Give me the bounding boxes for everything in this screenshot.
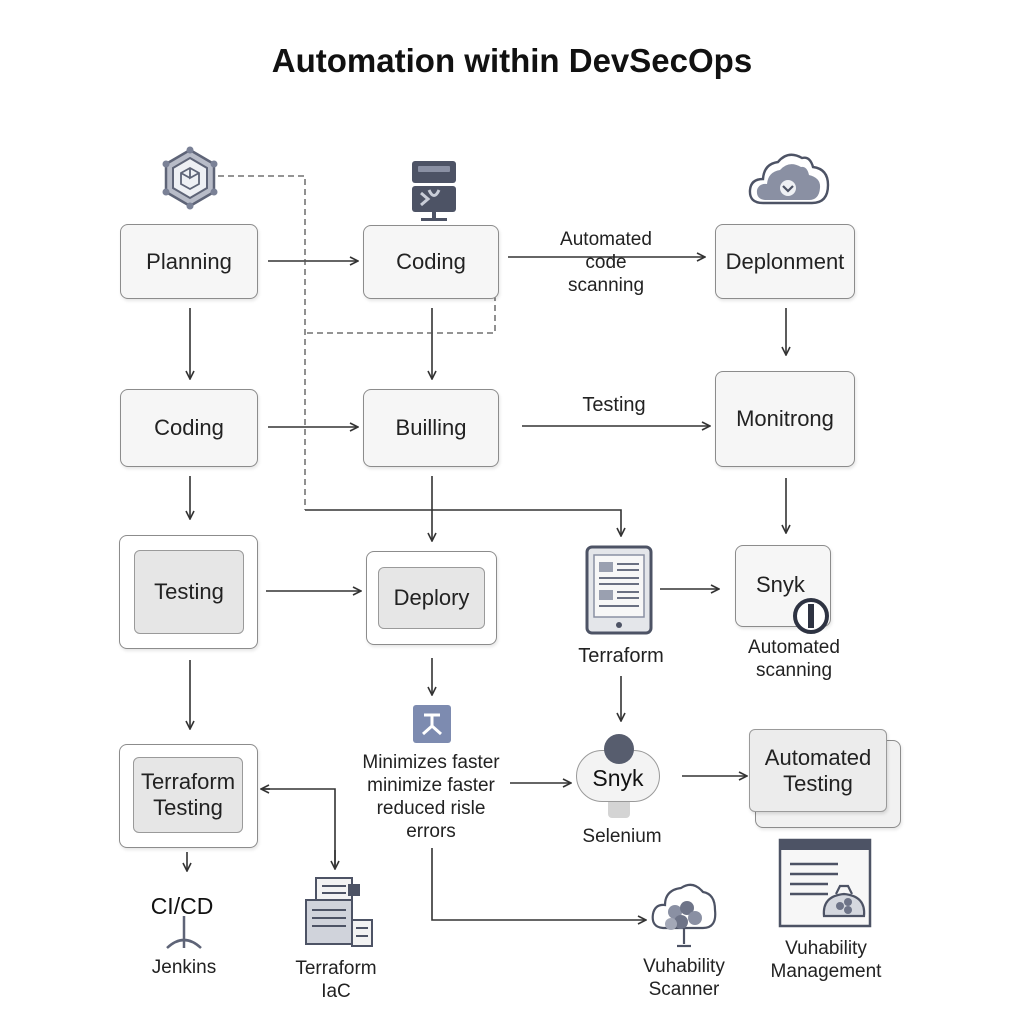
node-deploy: Deplory bbox=[366, 551, 497, 645]
node-automated-testing: Automated Testing bbox=[749, 729, 887, 812]
node-deployment: Deplonment bbox=[715, 224, 855, 299]
tablet-document-icon bbox=[585, 545, 653, 635]
node-building: Builling bbox=[363, 389, 499, 467]
snyk-box-label: Snyk bbox=[756, 572, 805, 597]
edge-iac-terraform-testing bbox=[262, 788, 336, 866]
server-terminal-icon bbox=[412, 161, 456, 221]
node-deploy-label: Deplory bbox=[378, 567, 485, 629]
diagram-title: Automation within DevSecOps bbox=[271, 42, 753, 79]
label-selenium: Selenium bbox=[582, 826, 662, 847]
node-terraform-testing: Terraform Testing bbox=[119, 744, 258, 848]
label-vulnerability-scanner: Vuhability Scanner bbox=[643, 956, 725, 1000]
cloud-scanner-icon bbox=[651, 883, 717, 948]
terraform-testing-line2: Testing bbox=[153, 795, 223, 820]
label-jenkins: Jenkins bbox=[151, 957, 217, 978]
terraform-testing-line1: Terraform bbox=[140, 769, 236, 794]
label-cicd: CI/CD bbox=[150, 893, 214, 919]
stacked-documents-icon bbox=[305, 877, 373, 947]
network-cube-icon bbox=[162, 146, 218, 210]
cloud-download-icon bbox=[748, 153, 830, 205]
person-body bbox=[608, 802, 630, 818]
label-testing-edge: Testing bbox=[582, 394, 646, 416]
report-window-icon bbox=[778, 838, 872, 928]
node-coding-top: Coding bbox=[363, 225, 499, 299]
label-automated-code-scanning: Automated code scanning bbox=[560, 229, 652, 296]
node-monitoring: Monitrong bbox=[715, 371, 855, 467]
label-terraform-iac: Terraform IaC bbox=[295, 958, 377, 1002]
label-automated-scanning: Automated scanning bbox=[748, 637, 840, 681]
label-terraform: Terraform bbox=[578, 645, 664, 667]
pipeline-fork-icon bbox=[166, 916, 202, 949]
edge-building-tablet bbox=[305, 509, 621, 535]
snyk-bubble-label: Snyk bbox=[592, 765, 644, 791]
node-terraform-testing-label: Terraform Testing bbox=[133, 757, 243, 833]
label-minimizes: Minimizes faster minimize faster reduced… bbox=[362, 752, 500, 842]
node-testing-label: Testing bbox=[134, 550, 244, 634]
edge-minimizes-scanner bbox=[431, 848, 645, 920]
deploy-marker-icon bbox=[413, 705, 451, 743]
node-coding-left: Coding bbox=[120, 389, 258, 467]
person-icon bbox=[604, 734, 634, 764]
node-planning: Planning bbox=[120, 224, 258, 299]
automated-testing-line2: Testing bbox=[783, 770, 853, 796]
automated-testing-line1: Automated bbox=[764, 744, 872, 770]
label-vulnerability-management: Vuhability Management bbox=[770, 938, 882, 982]
node-testing: Testing bbox=[119, 535, 258, 649]
shield-badge-icon bbox=[793, 598, 829, 634]
